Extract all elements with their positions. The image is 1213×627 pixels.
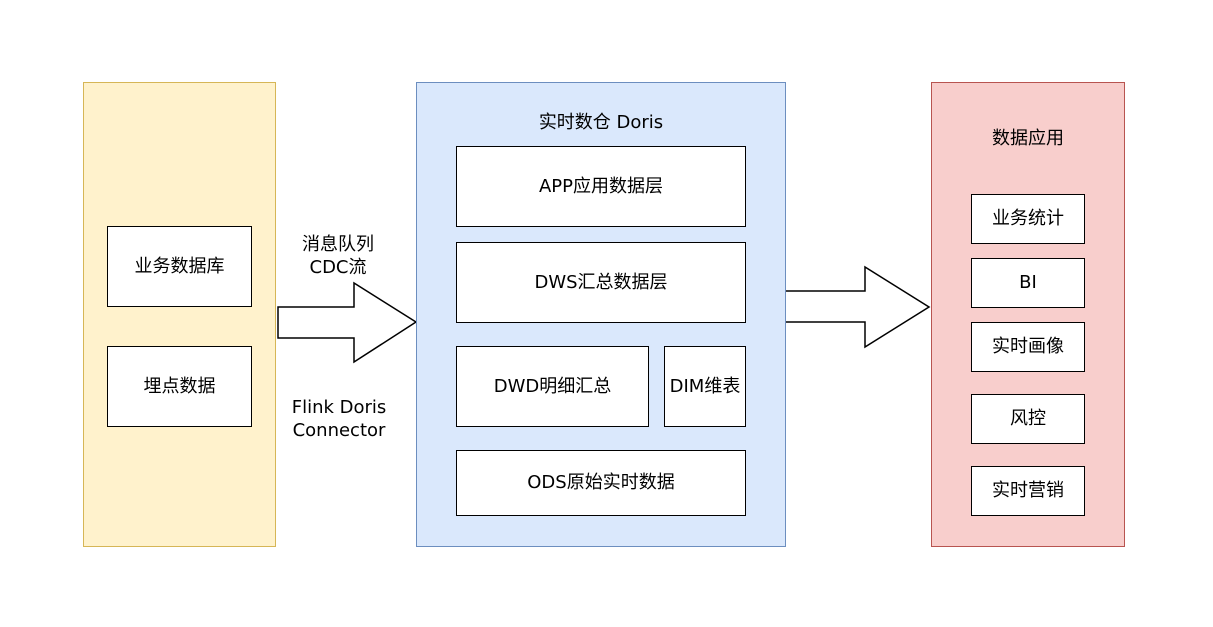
output-arrow xyxy=(784,265,931,349)
source-tracking-data: 埋点数据 xyxy=(107,346,252,427)
app-risk-control: 风控 xyxy=(971,394,1085,444)
layer-ods: ODS原始实时数据 xyxy=(456,450,746,516)
app-realtime-marketing: 实时营销 xyxy=(971,466,1085,516)
ingest-label-top-line1: 消息队列 xyxy=(302,234,374,255)
layer-app: APP应用数据层 xyxy=(456,146,746,227)
source-business-database: 业务数据库 xyxy=(107,226,252,307)
ingest-label-top-line2: CDC流 xyxy=(309,257,367,278)
app-business-stats: 业务统计 xyxy=(971,194,1085,244)
warehouse-title: 实时数仓 Doris xyxy=(538,112,664,133)
ingest-label-bottom-line2: Connector xyxy=(292,420,386,441)
ingest-label-bottom: Flink Doris Connector xyxy=(269,396,409,442)
source-panel xyxy=(83,82,276,547)
app-bi: BI xyxy=(971,258,1085,308)
ingest-label-top: 消息队列 CDC流 xyxy=(278,233,398,279)
layer-dim: DIM维表 xyxy=(664,346,746,427)
layer-dws: DWS汇总数据层 xyxy=(456,242,746,323)
applications-title: 数据应用 xyxy=(992,128,1064,149)
layer-dwd: DWD明细汇总 xyxy=(456,346,649,427)
app-realtime-profile: 实时画像 xyxy=(971,322,1085,372)
ingest-label-bottom-line1: Flink Doris xyxy=(291,397,387,418)
